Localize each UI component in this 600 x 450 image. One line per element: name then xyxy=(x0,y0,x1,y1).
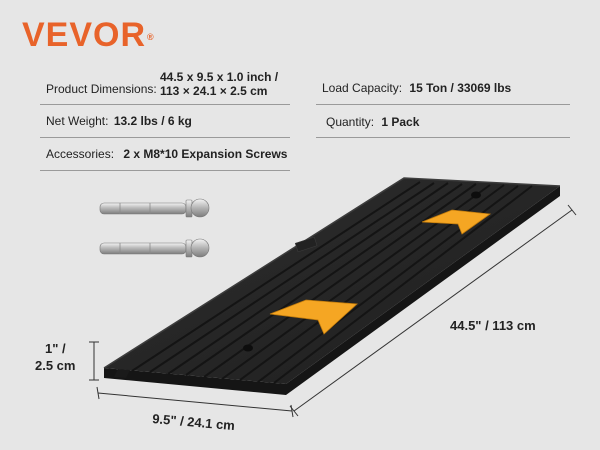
divider xyxy=(40,137,290,138)
spec-quantity: Quantity: 1 Pack xyxy=(326,115,419,129)
height-dimension-label: 1" / 2.5 cm xyxy=(35,340,75,374)
brand-name: VEVOR xyxy=(22,16,147,54)
spec-label: Net Weight: xyxy=(46,114,109,128)
bolt-hole xyxy=(471,191,481,199)
expansion-screw xyxy=(99,198,210,218)
curb-ramp xyxy=(103,177,561,395)
expansion-screw xyxy=(99,238,210,258)
spec-product-dimensions: Product Dimensions: xyxy=(46,82,157,96)
bolt-hole xyxy=(243,344,253,352)
spec-label: Load Capacity: xyxy=(322,81,403,95)
reflective-arrow xyxy=(421,209,492,235)
spec-label: Accessories: xyxy=(46,147,115,161)
spec-net-weight: Net Weight: 13.2 lbs / 6 kg xyxy=(46,114,192,128)
spec-label: Quantity: xyxy=(326,115,375,129)
divider xyxy=(316,137,570,138)
spec-product-dimensions-value: 44.5 x 9.5 x 1.0 inch / 113 × 24.1 × 2.5… xyxy=(160,70,278,98)
reflective-arrow xyxy=(269,299,358,335)
height-line2: 2.5 cm xyxy=(35,358,76,373)
divider xyxy=(316,104,570,105)
length-dimension-line xyxy=(289,204,577,417)
length-dimension-label: 44.5" / 113 cm xyxy=(450,318,536,333)
divider xyxy=(40,170,290,171)
height-dimension-line xyxy=(89,341,99,381)
spec-label: Product Dimensions: xyxy=(46,82,157,96)
spec-value: 1 Pack xyxy=(381,115,420,129)
registered-mark: ® xyxy=(147,32,155,42)
spec-value-line2: 113 × 24.1 × 2.5 cm xyxy=(160,84,268,98)
spec-value-line1: 44.5 x 9.5 x 1.0 inch / xyxy=(160,70,279,84)
spec-value: 15 Ton / 33069 lbs xyxy=(409,81,512,95)
spec-load-capacity: Load Capacity: 15 Ton / 33069 lbs xyxy=(322,81,511,95)
height-line1: 1" / xyxy=(45,341,66,356)
divider xyxy=(40,104,290,105)
brand-logo: VEVOR® xyxy=(22,18,154,52)
spec-value: 13.2 lbs / 6 kg xyxy=(113,114,192,128)
spec-accessories: Accessories: 2 x M8*10 Expansion Screws xyxy=(46,147,287,161)
spec-value: 2 x M8*10 Expansion Screws xyxy=(123,147,288,161)
